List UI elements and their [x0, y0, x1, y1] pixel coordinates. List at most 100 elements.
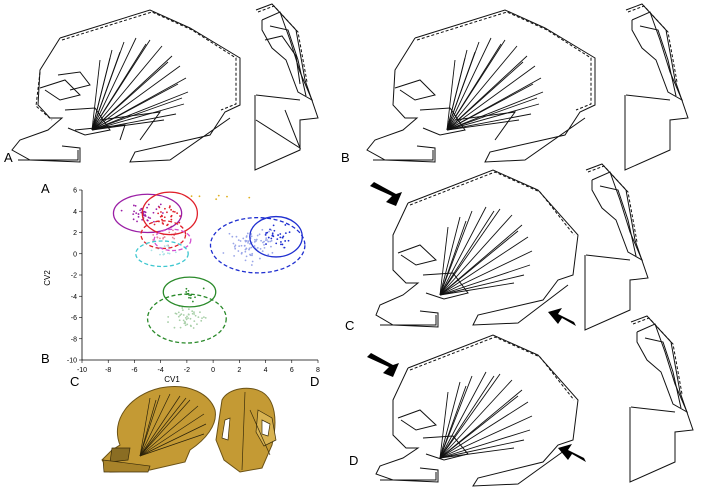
- data-point: [277, 234, 279, 236]
- data-point: [276, 238, 279, 241]
- data-point: [178, 319, 181, 322]
- data-point: [253, 245, 256, 247]
- data-point: [182, 314, 185, 316]
- data-point: [250, 233, 253, 235]
- data-point: [248, 248, 250, 251]
- data-point: [181, 309, 184, 312]
- y-tick-label: -4: [71, 294, 77, 301]
- confidence-ellipse: [140, 220, 187, 250]
- data-point: [222, 252, 225, 254]
- x-tick-label: 8: [316, 367, 320, 374]
- arrow-icon-group: [367, 182, 586, 462]
- data-point: [271, 232, 274, 235]
- data-point: [246, 232, 249, 235]
- data-point: [258, 257, 261, 260]
- data-point: [167, 321, 169, 323]
- data-point: [179, 215, 181, 217]
- confidence-ellipse: [249, 215, 303, 258]
- x-tick-label: 6: [290, 367, 294, 374]
- data-point: [263, 243, 265, 246]
- data-point: [237, 239, 240, 242]
- data-point: [120, 209, 123, 212]
- data-point: [283, 246, 286, 249]
- x-tick-label: -10: [77, 367, 87, 374]
- data-point: [240, 251, 243, 254]
- data-point: [177, 311, 180, 314]
- data-point: [287, 239, 290, 242]
- data-point: [179, 314, 182, 317]
- data-point: [245, 247, 248, 250]
- data-point: [163, 245, 166, 248]
- confidence-ellipse: [141, 191, 199, 236]
- data-point: [153, 223, 156, 226]
- data-point: [271, 251, 274, 254]
- y-tick-label: -2: [71, 273, 77, 280]
- data-point: [137, 215, 140, 218]
- data-point: [245, 236, 248, 238]
- data-point: [180, 313, 183, 315]
- y-axis-label: CV2: [43, 270, 52, 286]
- data-point: [174, 251, 177, 254]
- data-point: [265, 243, 267, 245]
- data-point: [261, 250, 264, 253]
- panel-label-d-plot: D: [310, 374, 320, 389]
- data-point: [240, 244, 243, 247]
- data-point: [143, 210, 146, 213]
- data-point: [166, 211, 168, 214]
- data-point: [258, 233, 261, 236]
- data-point: [159, 203, 162, 206]
- skull-render-lateral: [101, 386, 216, 473]
- data-point: [271, 234, 274, 237]
- data-point: [157, 212, 160, 215]
- data-point: [228, 232, 231, 235]
- data-point: [173, 326, 176, 329]
- data-point: [280, 241, 282, 243]
- data-point: [193, 320, 196, 323]
- data-point: [247, 241, 249, 244]
- data-point: [141, 218, 144, 221]
- panel-label-c-right: C: [345, 318, 355, 333]
- data-point: [279, 236, 282, 239]
- data-point: [263, 240, 265, 243]
- data-point: [168, 231, 171, 234]
- y-tick-label: -8: [71, 336, 77, 343]
- data-point: [156, 236, 159, 239]
- data-point: [173, 211, 176, 213]
- x-tick-label: 2: [237, 367, 241, 374]
- data-point: [171, 236, 174, 239]
- data-point: [188, 294, 191, 297]
- data-point: [146, 206, 148, 209]
- data-point: [273, 229, 276, 232]
- data-point: [159, 215, 162, 218]
- data-point: [191, 312, 194, 315]
- data-point: [147, 203, 150, 206]
- data-point: [181, 307, 184, 309]
- data-point: [256, 247, 259, 249]
- data-point: [200, 319, 203, 322]
- data-point: [202, 316, 205, 319]
- data-point: [163, 236, 166, 238]
- data-point: [239, 240, 242, 242]
- data-point: [188, 296, 190, 299]
- data-point: [281, 243, 284, 246]
- data-point: [161, 212, 164, 214]
- data-point: [259, 248, 262, 250]
- data-point: [202, 287, 205, 290]
- data-point: [174, 312, 177, 315]
- data-point: [248, 196, 251, 199]
- data-point: [250, 235, 253, 238]
- data-point: [272, 224, 275, 227]
- arrow-icon: [370, 182, 402, 206]
- data-point: [270, 245, 272, 248]
- data-point: [251, 254, 253, 257]
- data-point: [147, 216, 150, 219]
- data-point: [132, 218, 135, 221]
- data-point: [196, 323, 198, 326]
- data-point: [269, 240, 272, 243]
- data-point: [242, 237, 245, 240]
- data-point: [144, 214, 147, 217]
- panel-label-b-plot: B: [41, 351, 50, 366]
- data-point: [265, 237, 268, 239]
- data-point: [139, 209, 141, 212]
